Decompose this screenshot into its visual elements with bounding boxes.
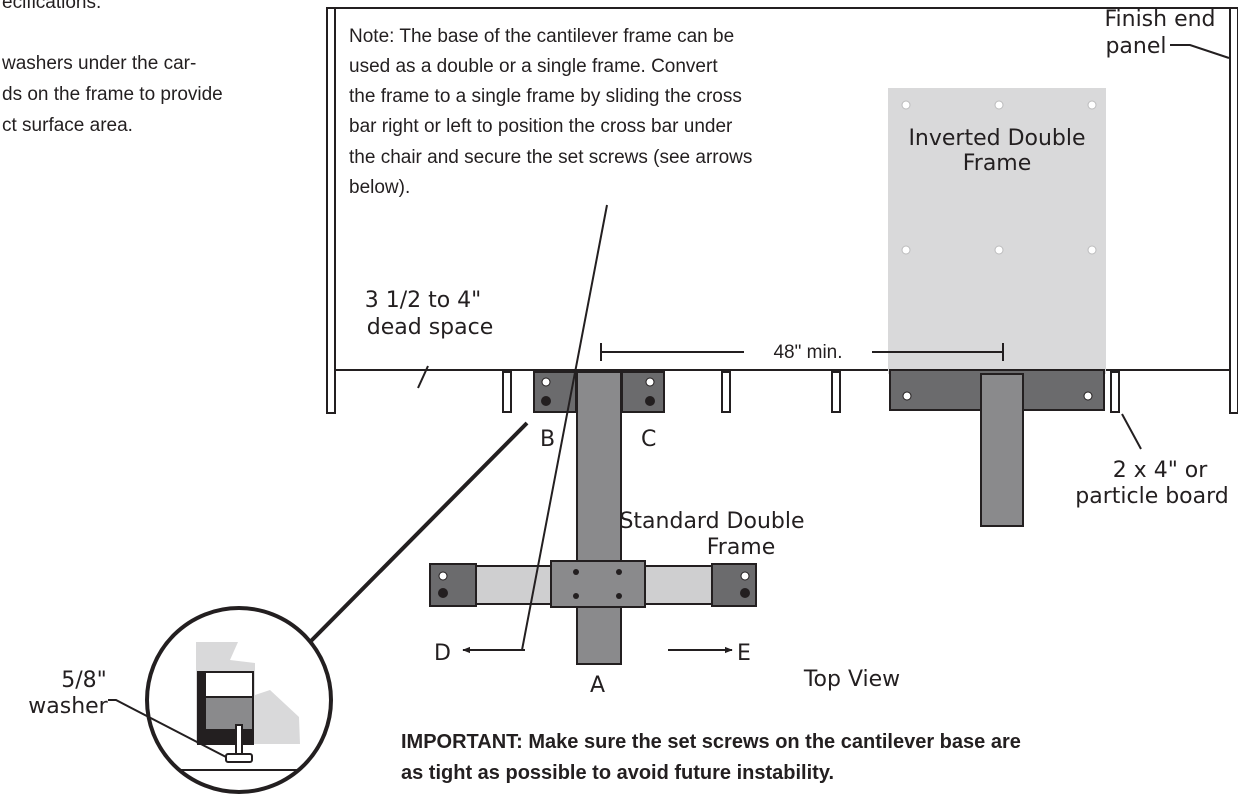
board-support (1110, 371, 1120, 413)
letter-c: C (641, 427, 656, 452)
washer-leader (108, 699, 227, 758)
center-plate-screws (573, 569, 622, 599)
washer-label-line2: washer (28, 694, 108, 719)
finish-end-panel-label-line2: panel (1105, 34, 1166, 59)
standard-frame-label-line1: Standard Double (619, 509, 804, 534)
left-text-line: washers under the car- (1, 53, 196, 74)
board-callout: 2 x 4" or particle board (1075, 413, 1229, 509)
board-label-line2: particle board (1075, 484, 1229, 509)
letter-d: D (434, 641, 451, 666)
dead-space-label-line2: dead space (367, 315, 493, 340)
bench-outline (326, 7, 1238, 414)
center-plate (550, 560, 646, 608)
left-text-line: ds on the frame to provide (2, 84, 223, 105)
board-support (502, 371, 512, 413)
left-end-panel (326, 7, 336, 414)
board-leader (1121, 413, 1142, 450)
note-line: used as a double or a single frame. Conv… (349, 56, 718, 77)
board-support (721, 371, 731, 413)
note-block: Note: The base of the cantilever frame c… (349, 26, 752, 198)
finish-end-panel-leader (1170, 44, 1230, 59)
detail-screw (235, 724, 243, 756)
plate-b (533, 371, 577, 413)
plate-d (429, 563, 477, 607)
standard-double-frame (429, 371, 757, 665)
top-view-label: Top View (803, 667, 900, 692)
note-line: the chair and secure the set screws (see… (349, 147, 752, 168)
board-support (831, 371, 841, 413)
inverted-frame-post (980, 373, 1024, 527)
detail-leader (309, 421, 529, 643)
note-line: below). (349, 177, 410, 198)
detail-frame-block (204, 696, 254, 731)
left-text-line: ct surface area. (2, 115, 133, 136)
important-note-line1: IMPORTANT: Make sure the set screws on t… (401, 731, 1021, 753)
detail-washer (225, 753, 253, 763)
note-line: bar right or left to position the cross … (349, 116, 733, 137)
plate-c (621, 371, 665, 413)
inverted-double-frame: Inverted Double Frame (888, 88, 1106, 527)
dead-space-callout: 3 1/2 to 4" dead space (365, 288, 493, 389)
inverted-frame-panel (888, 88, 1106, 374)
washer-label-line1: 5/8" (61, 668, 107, 693)
inverted-frame-label-line1: Inverted Double (908, 126, 1085, 151)
dead-space-leader (417, 365, 429, 389)
board-label-line1: 2 x 4" or (1113, 458, 1209, 483)
dead-space-label-line1: 3 1/2 to 4" (365, 288, 482, 313)
letter-b: B (540, 427, 555, 452)
post-lower (576, 606, 622, 665)
note-line: Note: The base of the cantilever frame c… (349, 26, 734, 47)
min-dimension: 48" min. (600, 342, 1004, 363)
note-line: the frame to a single frame by sliding t… (349, 86, 742, 107)
inverted-frame-label-line2: Frame (963, 151, 1032, 176)
finish-end-panel-label-line1: Finish end (1104, 7, 1215, 32)
inverted-frame-holes (901, 100, 1097, 255)
important-note-line2: as tight as possible to avoid future ins… (401, 762, 834, 784)
left-text-line: ecifications. (2, 0, 101, 13)
letter-e: E (737, 641, 751, 666)
left-text-block: ecifications. washers under the car- ds … (1, 0, 223, 136)
letter-a: A (590, 673, 605, 698)
right-end-panel (1229, 7, 1238, 414)
standard-frame-label-line2: Frame (707, 535, 776, 560)
plate-e (711, 563, 757, 607)
finish-end-panel-callout: Finish end panel (1104, 7, 1230, 59)
washer-detail: 5/8" washer (28, 421, 529, 794)
detail-circle (145, 606, 333, 794)
board-supports (502, 371, 1120, 413)
min-dimension-label: 48" min. (773, 342, 842, 363)
